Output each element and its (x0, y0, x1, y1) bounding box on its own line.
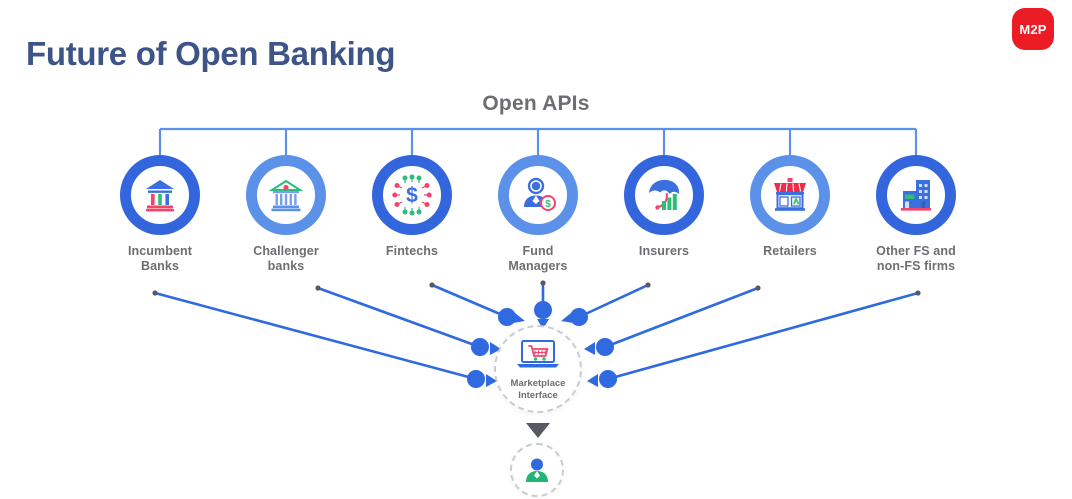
channel-ring (246, 155, 326, 235)
office-buildings-icon (901, 180, 931, 211)
channel-ring (750, 155, 830, 235)
channel-node-fintechs[interactable]: $ Fintech (366, 155, 458, 259)
customer-node[interactable] (510, 443, 564, 497)
page-title: Future of Open Banking (26, 35, 396, 72)
channel-node-challenger-banks[interactable]: Challenger banks (240, 155, 332, 275)
channel-node-incumbent-banks[interactable]: Incumbent Banks (114, 155, 206, 275)
channel-label: Other FS and non-FS firms (876, 244, 956, 274)
channel-node-retailers[interactable]: Retailers (744, 155, 836, 259)
open-apis-label: Open APIs (482, 92, 590, 115)
channel-label: Challenger banks (253, 244, 319, 274)
channel-label: Fund Managers (508, 244, 568, 274)
channel-label: Retailers (763, 244, 817, 258)
dollar-network-icon: $ (392, 174, 432, 216)
m2p-brand-logo: M2P (1012, 8, 1054, 50)
channel-node-insurers[interactable]: Insurers (618, 155, 710, 259)
svg-text:$: $ (545, 199, 551, 210)
laptop-cart-icon (517, 340, 559, 368)
storefront-icon (774, 178, 806, 211)
hub-icon-wrap (515, 339, 561, 375)
bank-columns-icon (146, 180, 174, 212)
hub-to-customer-arrow (526, 423, 550, 438)
umbrella-chart-icon (649, 179, 680, 210)
hub-label: Marketplace Interface (510, 378, 566, 401)
channel-ring: $ (372, 155, 452, 235)
marketplace-interface-hub[interactable]: Marketplace Interface (494, 325, 582, 413)
channel-label: Incumbent Banks (127, 244, 193, 274)
svg-text:$: $ (406, 184, 418, 207)
user-avatar-icon (526, 458, 548, 482)
person-coin-icon: $ (524, 177, 556, 211)
channel-ring (624, 155, 704, 235)
channel-ring (120, 155, 200, 235)
channel-node-fund-managers[interactable]: $ Fund Managers (492, 155, 584, 275)
channel-label: Fintechs (385, 244, 439, 258)
channel-label: Insurers (638, 244, 690, 258)
channel-node-other-firms[interactable]: Other FS and non-FS firms (870, 155, 962, 275)
channel-ring: $ (498, 155, 578, 235)
connector-origin-dots (152, 280, 921, 296)
courthouse-icon (268, 179, 304, 212)
brand-logo-text: M2P (1019, 21, 1047, 37)
channel-ring (876, 155, 956, 235)
open-apis-bracket (158, 127, 918, 155)
